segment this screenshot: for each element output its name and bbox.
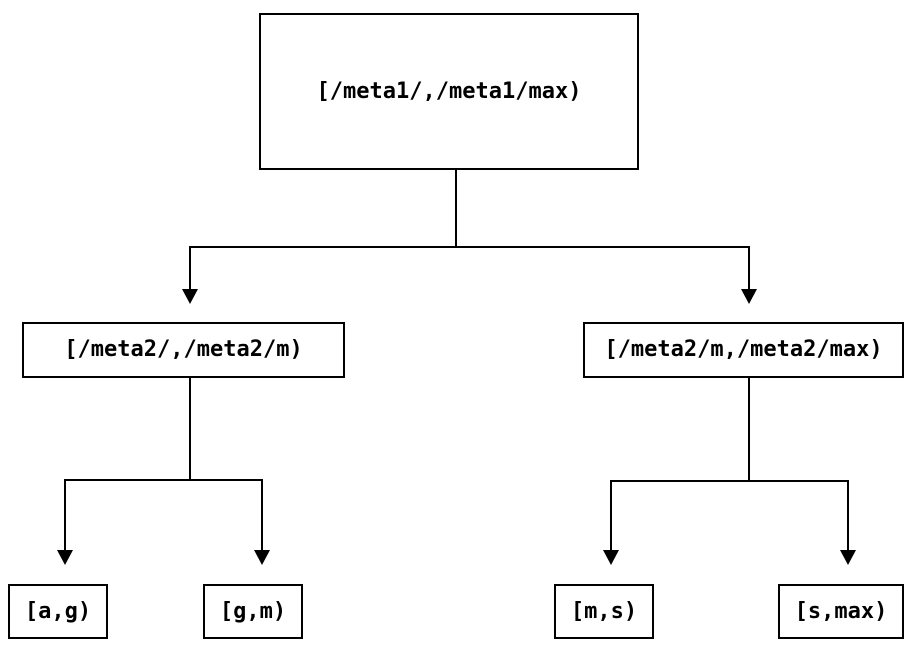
tree-node-meta2-left: [/meta2/,/meta2/m) [22, 322, 345, 378]
tree-leaf-s-max-label: [s,max) [794, 598, 888, 624]
tree-leaf-a-g: [a,g) [8, 584, 108, 639]
edge-right-mid-to-leaves [603, 378, 856, 565]
tree-leaf-s-max: [s,max) [778, 584, 904, 639]
leaf-ag-arrowhead-icon [57, 550, 73, 565]
right-branch-arrowhead-icon [741, 289, 757, 304]
tree-node-meta2-right: [/meta2/m,/meta2/max) [583, 322, 904, 378]
tree-node-meta2-right-label: [/meta2/m,/meta2/max) [604, 337, 883, 362]
tree-leaf-a-g-label: [a,g) [24, 598, 92, 624]
leaf-smax-arrowhead-icon [840, 550, 856, 565]
tree-node-meta2-left-label: [/meta2/,/meta2/m) [64, 337, 303, 362]
tree-leaf-g-m-label: [g,m) [219, 598, 287, 624]
tree-leaf-m-s: [m,s) [554, 584, 654, 639]
tree-node-root: [/meta1/,/meta1/max) [259, 13, 639, 170]
tree-leaf-m-s-label: [m,s) [570, 598, 638, 624]
leaf-gm-arrowhead-icon [254, 550, 270, 565]
edge-left-mid-to-leaves [57, 378, 270, 565]
leaf-ms-arrowhead-icon [603, 550, 619, 565]
left-branch-arrowhead-icon [182, 289, 198, 304]
tree-leaf-g-m: [g,m) [203, 584, 303, 639]
tree-node-root-label: [/meta1/,/meta1/max) [316, 78, 582, 104]
edge-root-to-children [182, 170, 757, 304]
